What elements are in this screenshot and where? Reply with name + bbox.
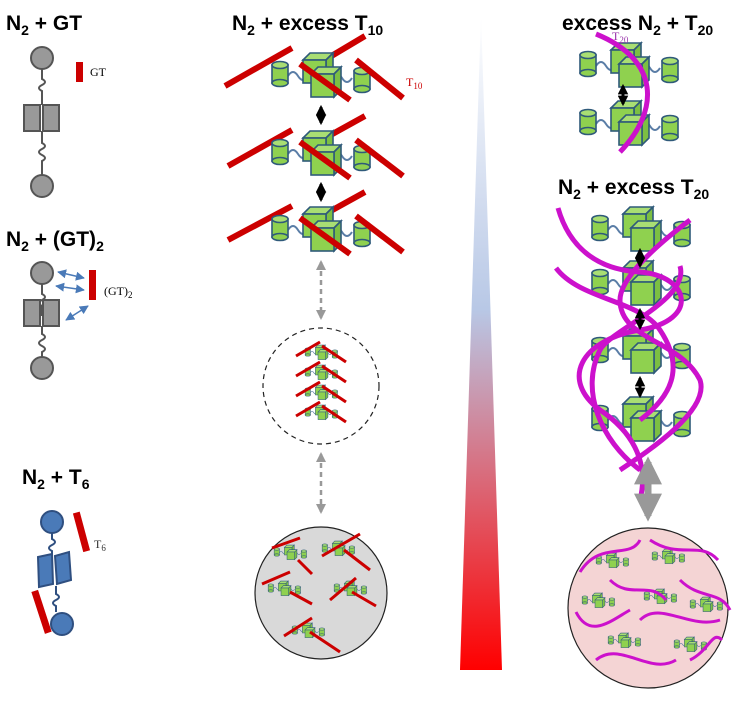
heading-n2-excess-t20: N2 + excess T20 [558,176,709,202]
label-t6: T6 [94,537,106,553]
heading-n2-gt2: N2 + (GT)2 [6,228,104,254]
t10-complex-2 [226,113,405,181]
panel-n2-excess-t10: N2 + excess T10 T10 [223,12,423,660]
label-gt: GT [90,65,107,79]
panel-n2-gt2: N2 + (GT)2 (GT)2 [6,228,133,380]
gray-protein-monomer [23,46,60,198]
heading-n2-gt: N2 + GT [6,12,82,38]
gt2-dna-bar [89,270,96,300]
blue-protein-monomer [36,510,74,636]
t10-complex-3 [226,189,405,257]
label-t10: T10 [406,75,423,91]
gt-dna-bar [76,62,83,82]
t6-dna-bar-top [72,511,91,553]
heading-excess-n2-t20: excess N2 + T20 [562,12,713,38]
label-t20: T20 [612,29,629,45]
panel-n2-gt: N2 + GT GT [6,12,107,198]
dashed-cluster [262,327,380,445]
gray-protein-monomer-2 [23,261,60,380]
interaction-arrows [55,269,89,321]
heading-n2-excess-t10: N2 + excess T10 [232,12,383,38]
concentration-gradient-wedge [460,14,502,670]
panel-excess-n2-t20: excess N2 + T20 T20 [562,12,713,154]
t6-dna-bar-bottom [31,589,52,634]
panel-n2-t6: N2 + T6 T6 [22,466,106,636]
heading-n2-t6: N2 + T6 [22,466,90,492]
t20-dna-strand-top [595,31,650,154]
panel-n2-excess-t20: N2 + excess T20 [554,176,732,689]
gray-condensate-droplet [254,526,388,660]
t10-complex-1 [223,33,405,103]
label-gt2: (GT)2 [104,284,133,300]
pink-condensate-droplet [567,527,732,689]
